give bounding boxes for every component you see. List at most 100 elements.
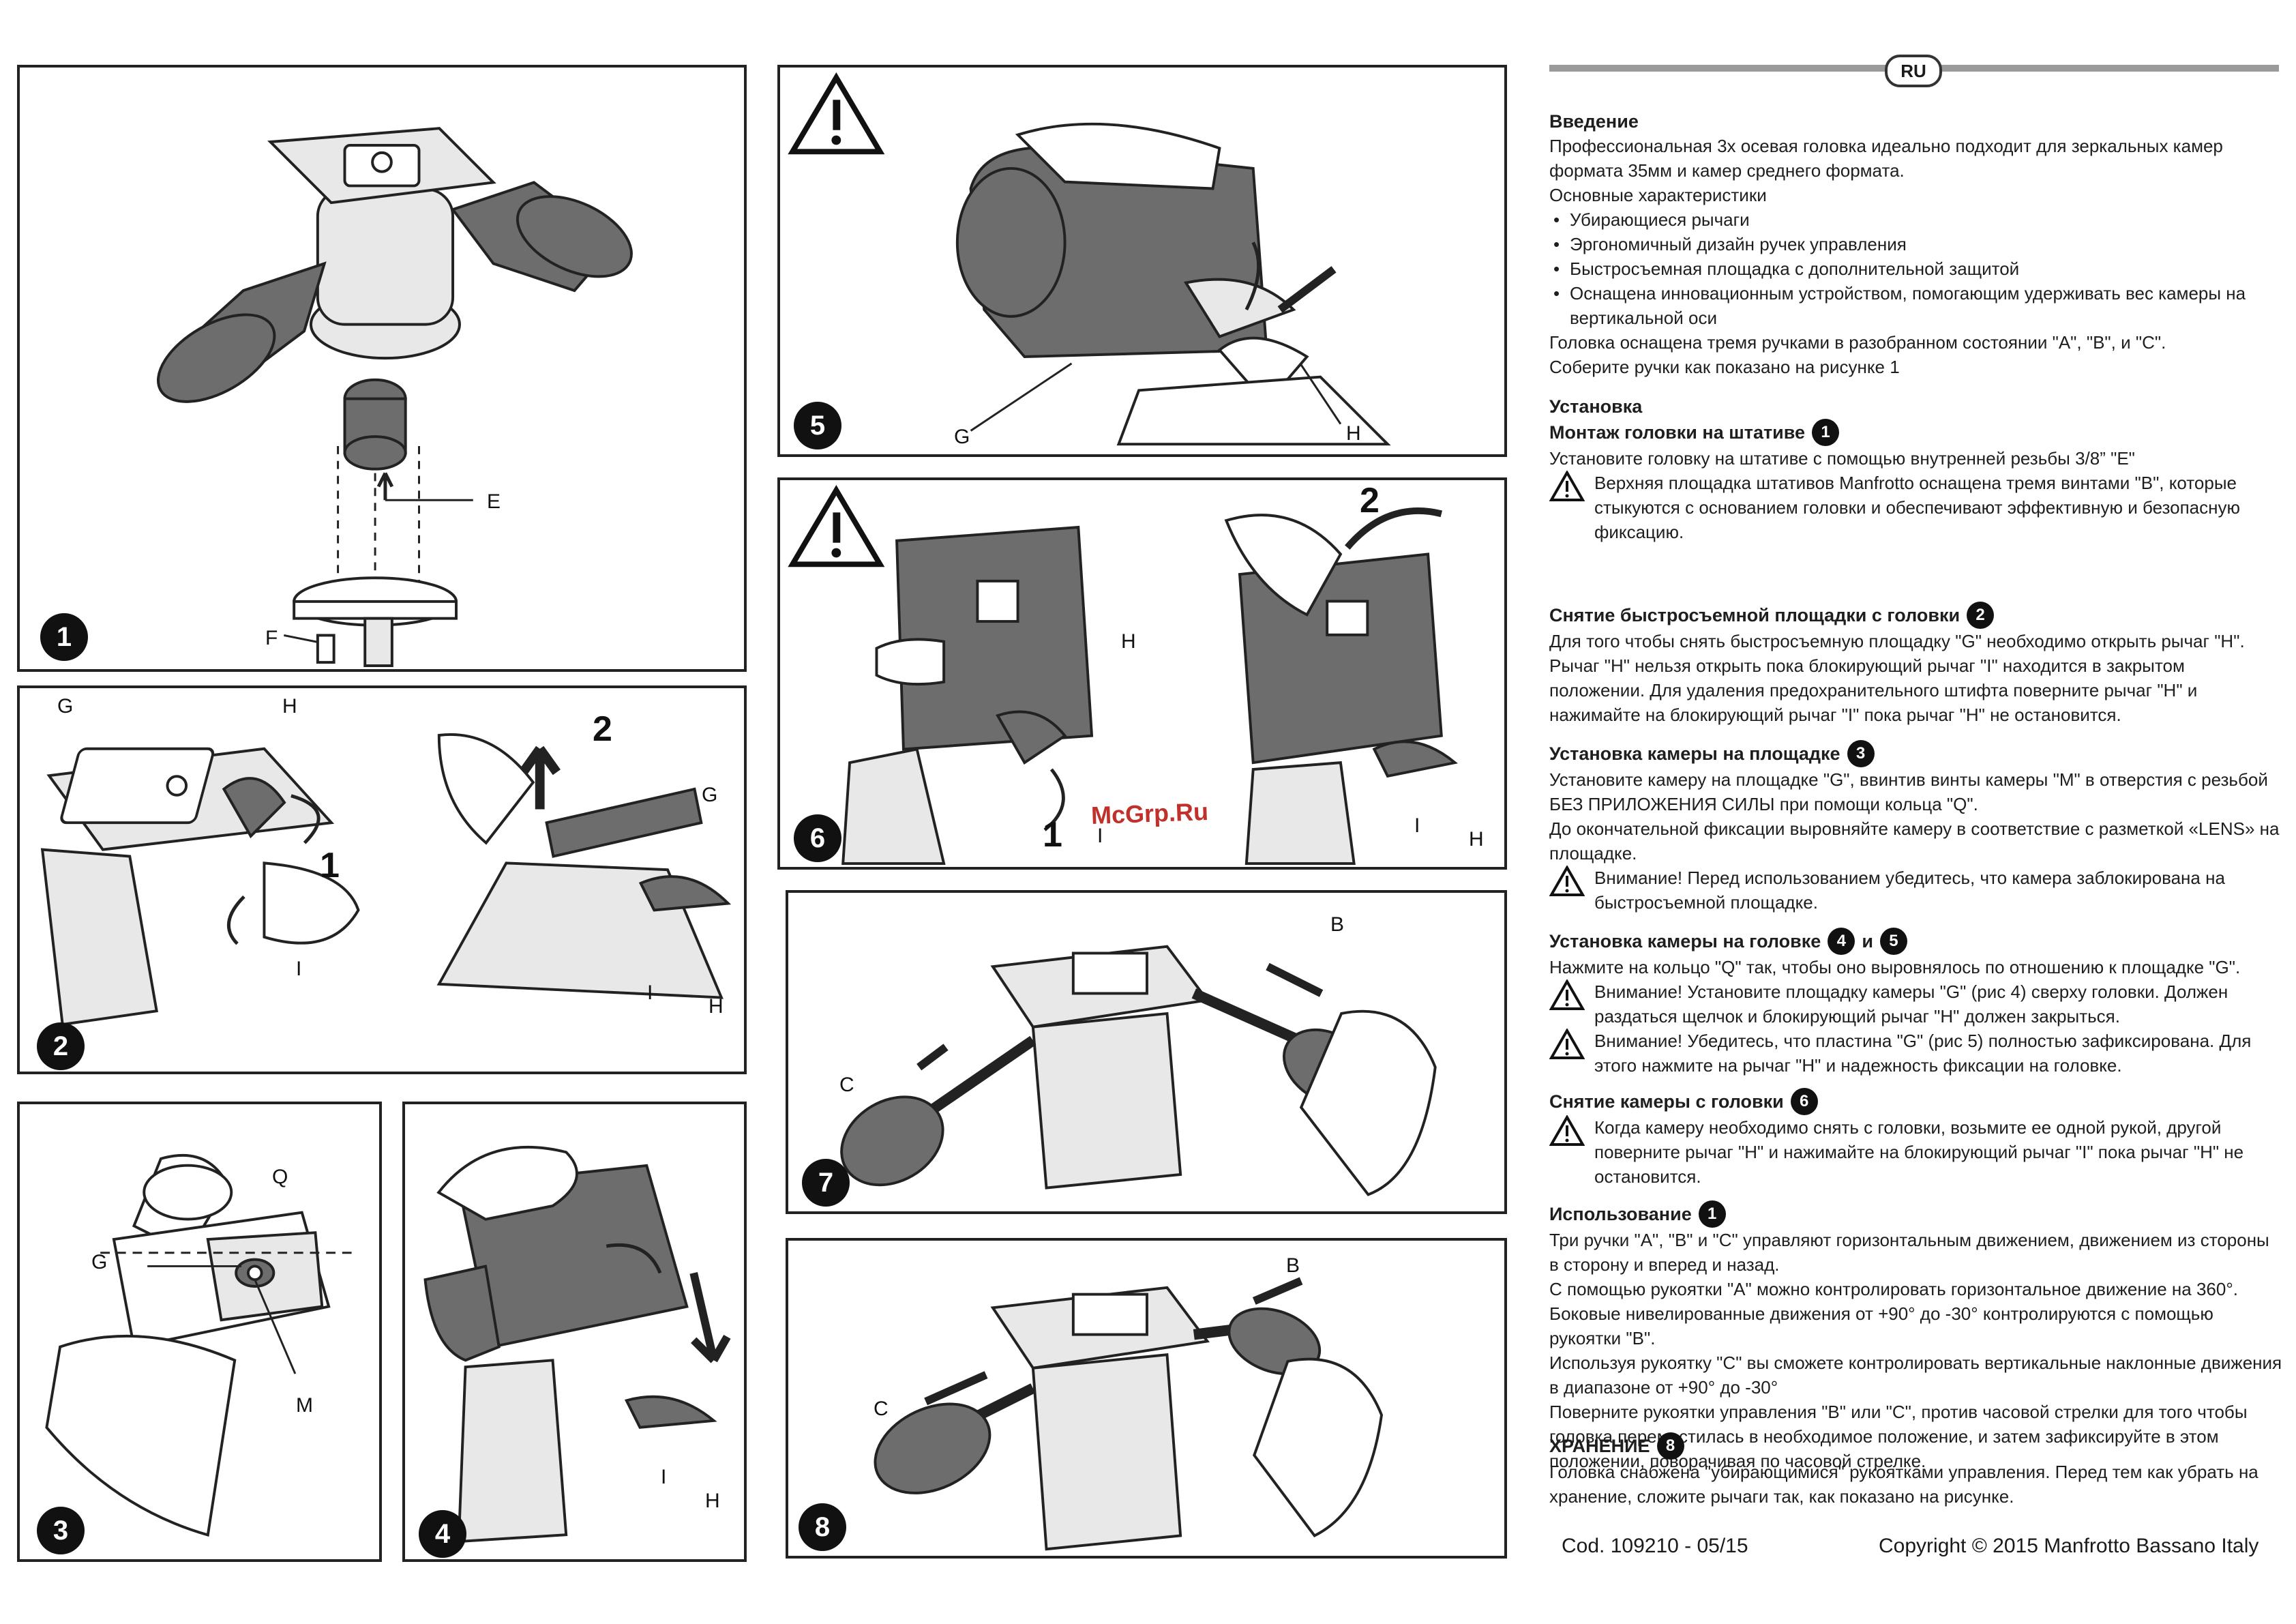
feature-item: Оснащена инновационным устройством, помо… — [1553, 281, 2283, 330]
figure-number-3: 3 — [37, 1507, 85, 1554]
intro-title: Введение — [1549, 111, 1639, 132]
and-text: и — [1862, 931, 1873, 951]
handles-fold-storage-illustration — [874, 1277, 1384, 1551]
label-M: M — [296, 1394, 313, 1417]
step-1: 1 — [1043, 815, 1062, 855]
assembly-note: Соберите ручки как показано на рисунке 1 — [1549, 357, 1900, 377]
copyright-text: Copyright © 2015 Manfrotto Bassano Italy — [1879, 1535, 2259, 1557]
label-H: H — [282, 695, 297, 718]
handles-note: Головка оснащена тремя ручками в разобра… — [1549, 332, 2166, 353]
figure-8-panel: B C 8 — [786, 1238, 1507, 1559]
usage-title-text: Использование — [1549, 1204, 1692, 1224]
install-title: Установка — [1549, 396, 1643, 417]
product-code: Cod. 109210 - 05/15 — [1562, 1535, 1748, 1557]
label-H: H — [1121, 630, 1136, 653]
figure-number-4: 4 — [419, 1510, 466, 1558]
warning-row: Когда камеру необходимо снять с головки,… — [1549, 1115, 2283, 1189]
figure-2-panel: G H I 1 2 G I H 2 — [17, 685, 747, 1074]
intro-section: Введение Профессиональная 3х осевая голо… — [1549, 109, 2283, 379]
storage-text: Головка снабжена "убирающимися" рукоятка… — [1549, 1462, 2258, 1507]
label-I-right: I — [1414, 814, 1420, 837]
label-H: H — [1346, 422, 1361, 445]
feature-item: Быстросъемная площадка с дополнительной … — [1553, 256, 2283, 281]
camera-head-text: Нажмите на кольцо "Q" так, чтобы оно выр… — [1549, 957, 2241, 977]
feature-item: Убирающиеся рычаги — [1553, 207, 2283, 232]
head-mount-text: Установите головку на штативе с помощью … — [1549, 448, 2135, 469]
camera-placing-on-head-illustration — [423, 1145, 731, 1544]
figure-ref-4: 4 — [1828, 928, 1855, 955]
warning-icon — [1549, 1115, 1585, 1146]
step-2: 2 — [593, 709, 612, 749]
label-G: G — [954, 426, 970, 448]
plate-removal-title-text: Снятие быстросъемной площадки с головки — [1549, 605, 1960, 625]
figure-ref-3: 3 — [1847, 740, 1875, 767]
figure-number-1: 1 — [40, 613, 88, 661]
label-I: I — [1097, 825, 1103, 847]
label-H: H — [705, 1490, 720, 1512]
figure-5-panel: G H 5 — [777, 65, 1507, 457]
features-heading: Основные характеристики — [1549, 185, 1767, 205]
label-H-right: H — [1469, 828, 1484, 851]
warning-row: Верхняя площадка штативов Manfrotto осна… — [1549, 471, 2283, 544]
label-G: G — [91, 1251, 108, 1273]
figure-ref-8: 8 — [1656, 1432, 1684, 1460]
features-list: Убирающиеся рычаги Эргономичный дизайн р… — [1549, 207, 2283, 330]
warning-icon — [1549, 471, 1585, 501]
warning-text: Когда камеру необходимо снять с головки,… — [1594, 1117, 2244, 1187]
camera-plate-title: Установка камеры на площадке 3 — [1549, 740, 2283, 767]
figure-number-2: 2 — [37, 1022, 85, 1070]
instructions-column: Введение Профессиональная 3х осевая голо… — [1549, 55, 2283, 1603]
plate-removal-text: Для того чтобы снять быстросъемную площа… — [1549, 631, 2245, 725]
warning-text: Внимание! Перед использованием убедитесь… — [1594, 868, 2225, 913]
label-I: I — [661, 1466, 667, 1488]
figure-ref-1: 1 — [1698, 1200, 1726, 1228]
figure-number-7: 7 — [802, 1159, 850, 1207]
camera-plate-text-1: Установите камеру на площадке "G", ввинт… — [1549, 769, 2268, 814]
head-mount-title-text: Монтаж головки на штативе — [1549, 422, 1806, 443]
plate-removal-title: Снятие быстросъемной площадки с головки … — [1549, 602, 2283, 629]
figure-ref-5: 5 — [1879, 928, 1907, 955]
figure-number-6: 6 — [794, 814, 841, 862]
camera-plate-text-2: До окончательной фиксации выровняйте кам… — [1549, 818, 2280, 863]
figure-3-panel: Q G M 3 — [17, 1102, 382, 1562]
label-C: C — [839, 1074, 854, 1096]
camera-head-title-text: Установка камеры на головке — [1549, 931, 1821, 951]
head-mount-title: Монтаж головки на штативе 1 — [1549, 419, 2283, 446]
camera-remove-title: Снятие камеры с головки 6 — [1549, 1088, 2283, 1115]
figure-ref-6: 6 — [1790, 1088, 1818, 1115]
plate-removal-section: Снятие быстросъемной площадки с головки … — [1549, 602, 2283, 727]
figure-4-panel: I H 4 — [402, 1102, 747, 1562]
install-section: Установка Монтаж головки на штативе 1 Ус… — [1549, 394, 2283, 544]
label-F: F — [265, 627, 278, 649]
quick-release-plate-removal-illustration — [40, 733, 732, 1027]
handles-unfold-illustration — [840, 945, 1437, 1196]
label-Q: Q — [272, 1166, 288, 1188]
camera-head-section: Установка камеры на головке 4 и 5 Нажмит… — [1549, 928, 2283, 1078]
camera-remove-title-text: Снятие камеры с головки — [1549, 1091, 1784, 1112]
warning-text: Внимание! Убедитесь, что пластина "G" (р… — [1594, 1031, 2252, 1076]
storage-section: ХРАНЕНИЕ 8 Головка снабжена "убирающимис… — [1549, 1432, 2283, 1509]
usage-line: Используя рукоятку "C" вы сможете контро… — [1549, 1353, 2282, 1398]
step-1: 1 — [320, 846, 340, 885]
figure-6-panel: H I 1 2 I H 6 — [777, 477, 1507, 870]
figure-ref-1: 1 — [1812, 419, 1840, 446]
step-2: 2 — [1360, 481, 1380, 520]
camera-removal-illustration — [788, 485, 1458, 866]
usage-section: Использование 1 Три ручки "A", "B" и "C"… — [1549, 1200, 2283, 1473]
figure-7-panel: B C 7 — [786, 890, 1507, 1214]
language-badge: RU — [1885, 55, 1942, 87]
warning-text: Верхняя площадка штативов Manfrotto осна… — [1594, 473, 2240, 542]
storage-title: ХРАНЕНИЕ 8 — [1549, 1432, 2283, 1460]
warning-text: Внимание! Установите площадку камеры "G"… — [1594, 981, 2228, 1027]
camera-lock-check-illustration — [788, 72, 1391, 446]
label-G-right: G — [702, 784, 718, 806]
label-I: I — [296, 958, 302, 980]
figure-1-panel: E F 1 — [17, 65, 747, 672]
figure-ref-2: 2 — [1967, 602, 1995, 629]
figure-number-5: 5 — [794, 402, 841, 449]
warning-icon — [1549, 979, 1585, 1010]
label-C: C — [874, 1398, 889, 1420]
watermark-text: McGrp.Ru — [1090, 797, 1209, 829]
feature-item: Эргономичный дизайн ручек управления — [1553, 232, 2283, 256]
tripod-head-exploded-illustration — [157, 127, 633, 668]
